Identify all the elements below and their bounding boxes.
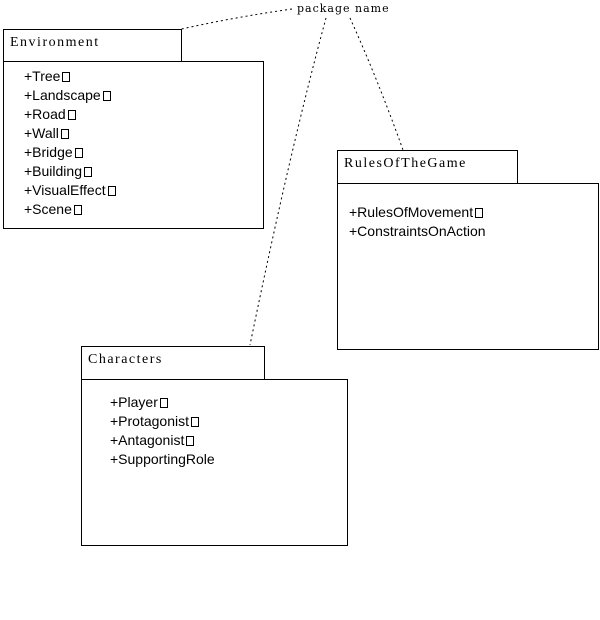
- member-environment: +Landscape: [24, 86, 116, 105]
- member-environment: +Tree: [24, 67, 116, 86]
- member-environment: +Bridge: [24, 143, 116, 162]
- member-environment: +Road: [24, 105, 116, 124]
- member-list-environment: +Tree +Landscape +Road +Wall +Bridge +Buildin…: [24, 67, 116, 219]
- missing-glyph-icon: [73, 204, 82, 215]
- member-label: +ConstraintsOnAction: [349, 223, 486, 239]
- package-tab-environment: Environment: [3, 29, 182, 62]
- member-environment: +Building: [24, 162, 116, 181]
- package-tab-rules-of-the-game: RulesOfTheGame: [337, 150, 518, 184]
- package-body-environment: +Tree +Landscape +Road +Wall +Bridge +Buildin…: [3, 61, 264, 229]
- missing-glyph-icon: [74, 147, 83, 158]
- package-body-characters: +Player +Protagonist +Antagonist +Supportin…: [81, 379, 348, 546]
- missing-glyph-icon: [191, 416, 199, 427]
- member-label: +Player: [110, 394, 158, 410]
- missing-glyph-icon: [102, 90, 111, 101]
- member-characters: +SupportingRole: [110, 450, 215, 469]
- missing-glyph-icon: [186, 435, 195, 446]
- member-environment: +Scene: [24, 200, 116, 219]
- package-title-rules-of-the-game: RulesOfTheGame: [344, 156, 467, 171]
- member-label: +VisualEffect: [24, 182, 106, 198]
- member-label: +Road: [24, 106, 66, 122]
- missing-glyph-icon: [475, 207, 484, 218]
- member-list-rules-of-the-game: +RulesOfMovement +ConstraintsOnAction: [349, 203, 486, 241]
- missing-glyph-icon: [60, 128, 69, 139]
- member-label: +RulesOfMovement: [349, 204, 474, 220]
- member-label: +Wall: [24, 125, 59, 141]
- member-characters: +Antagonist: [110, 431, 215, 450]
- connector-to-rules: [349, 17, 404, 151]
- package-title-environment: Environment: [10, 35, 100, 50]
- member-environment: +Wall: [24, 124, 116, 143]
- member-label: +Scene: [24, 201, 72, 217]
- member-label: +Antagonist: [110, 432, 185, 448]
- member-label: +Tree: [24, 68, 61, 84]
- missing-glyph-icon: [84, 166, 92, 177]
- package-tab-characters: Characters: [81, 346, 265, 380]
- member-label: +Building: [24, 163, 82, 179]
- missing-glyph-icon: [159, 397, 168, 408]
- member-characters: +Protagonist: [110, 412, 215, 431]
- member-rules-of-the-game: +ConstraintsOnAction: [349, 222, 486, 241]
- missing-glyph-icon: [67, 109, 76, 120]
- package-title-characters: Characters: [88, 352, 163, 367]
- package-body-rules-of-the-game: +RulesOfMovement +ConstraintsOnAction: [337, 183, 599, 350]
- missing-glyph-icon: [62, 71, 71, 82]
- member-label: +Bridge: [24, 144, 73, 160]
- member-rules-of-the-game: +RulesOfMovement: [349, 203, 486, 222]
- member-label: +Landscape: [24, 87, 101, 103]
- member-list-characters: +Player +Protagonist +Antagonist +Supportin…: [110, 393, 215, 469]
- member-label: +SupportingRole: [110, 451, 215, 467]
- member-environment: +VisualEffect: [24, 181, 116, 200]
- member-label: +Protagonist: [110, 413, 189, 429]
- member-characters: +Player: [110, 393, 215, 412]
- package-name-annotation: package name: [297, 2, 390, 15]
- missing-glyph-icon: [107, 185, 116, 196]
